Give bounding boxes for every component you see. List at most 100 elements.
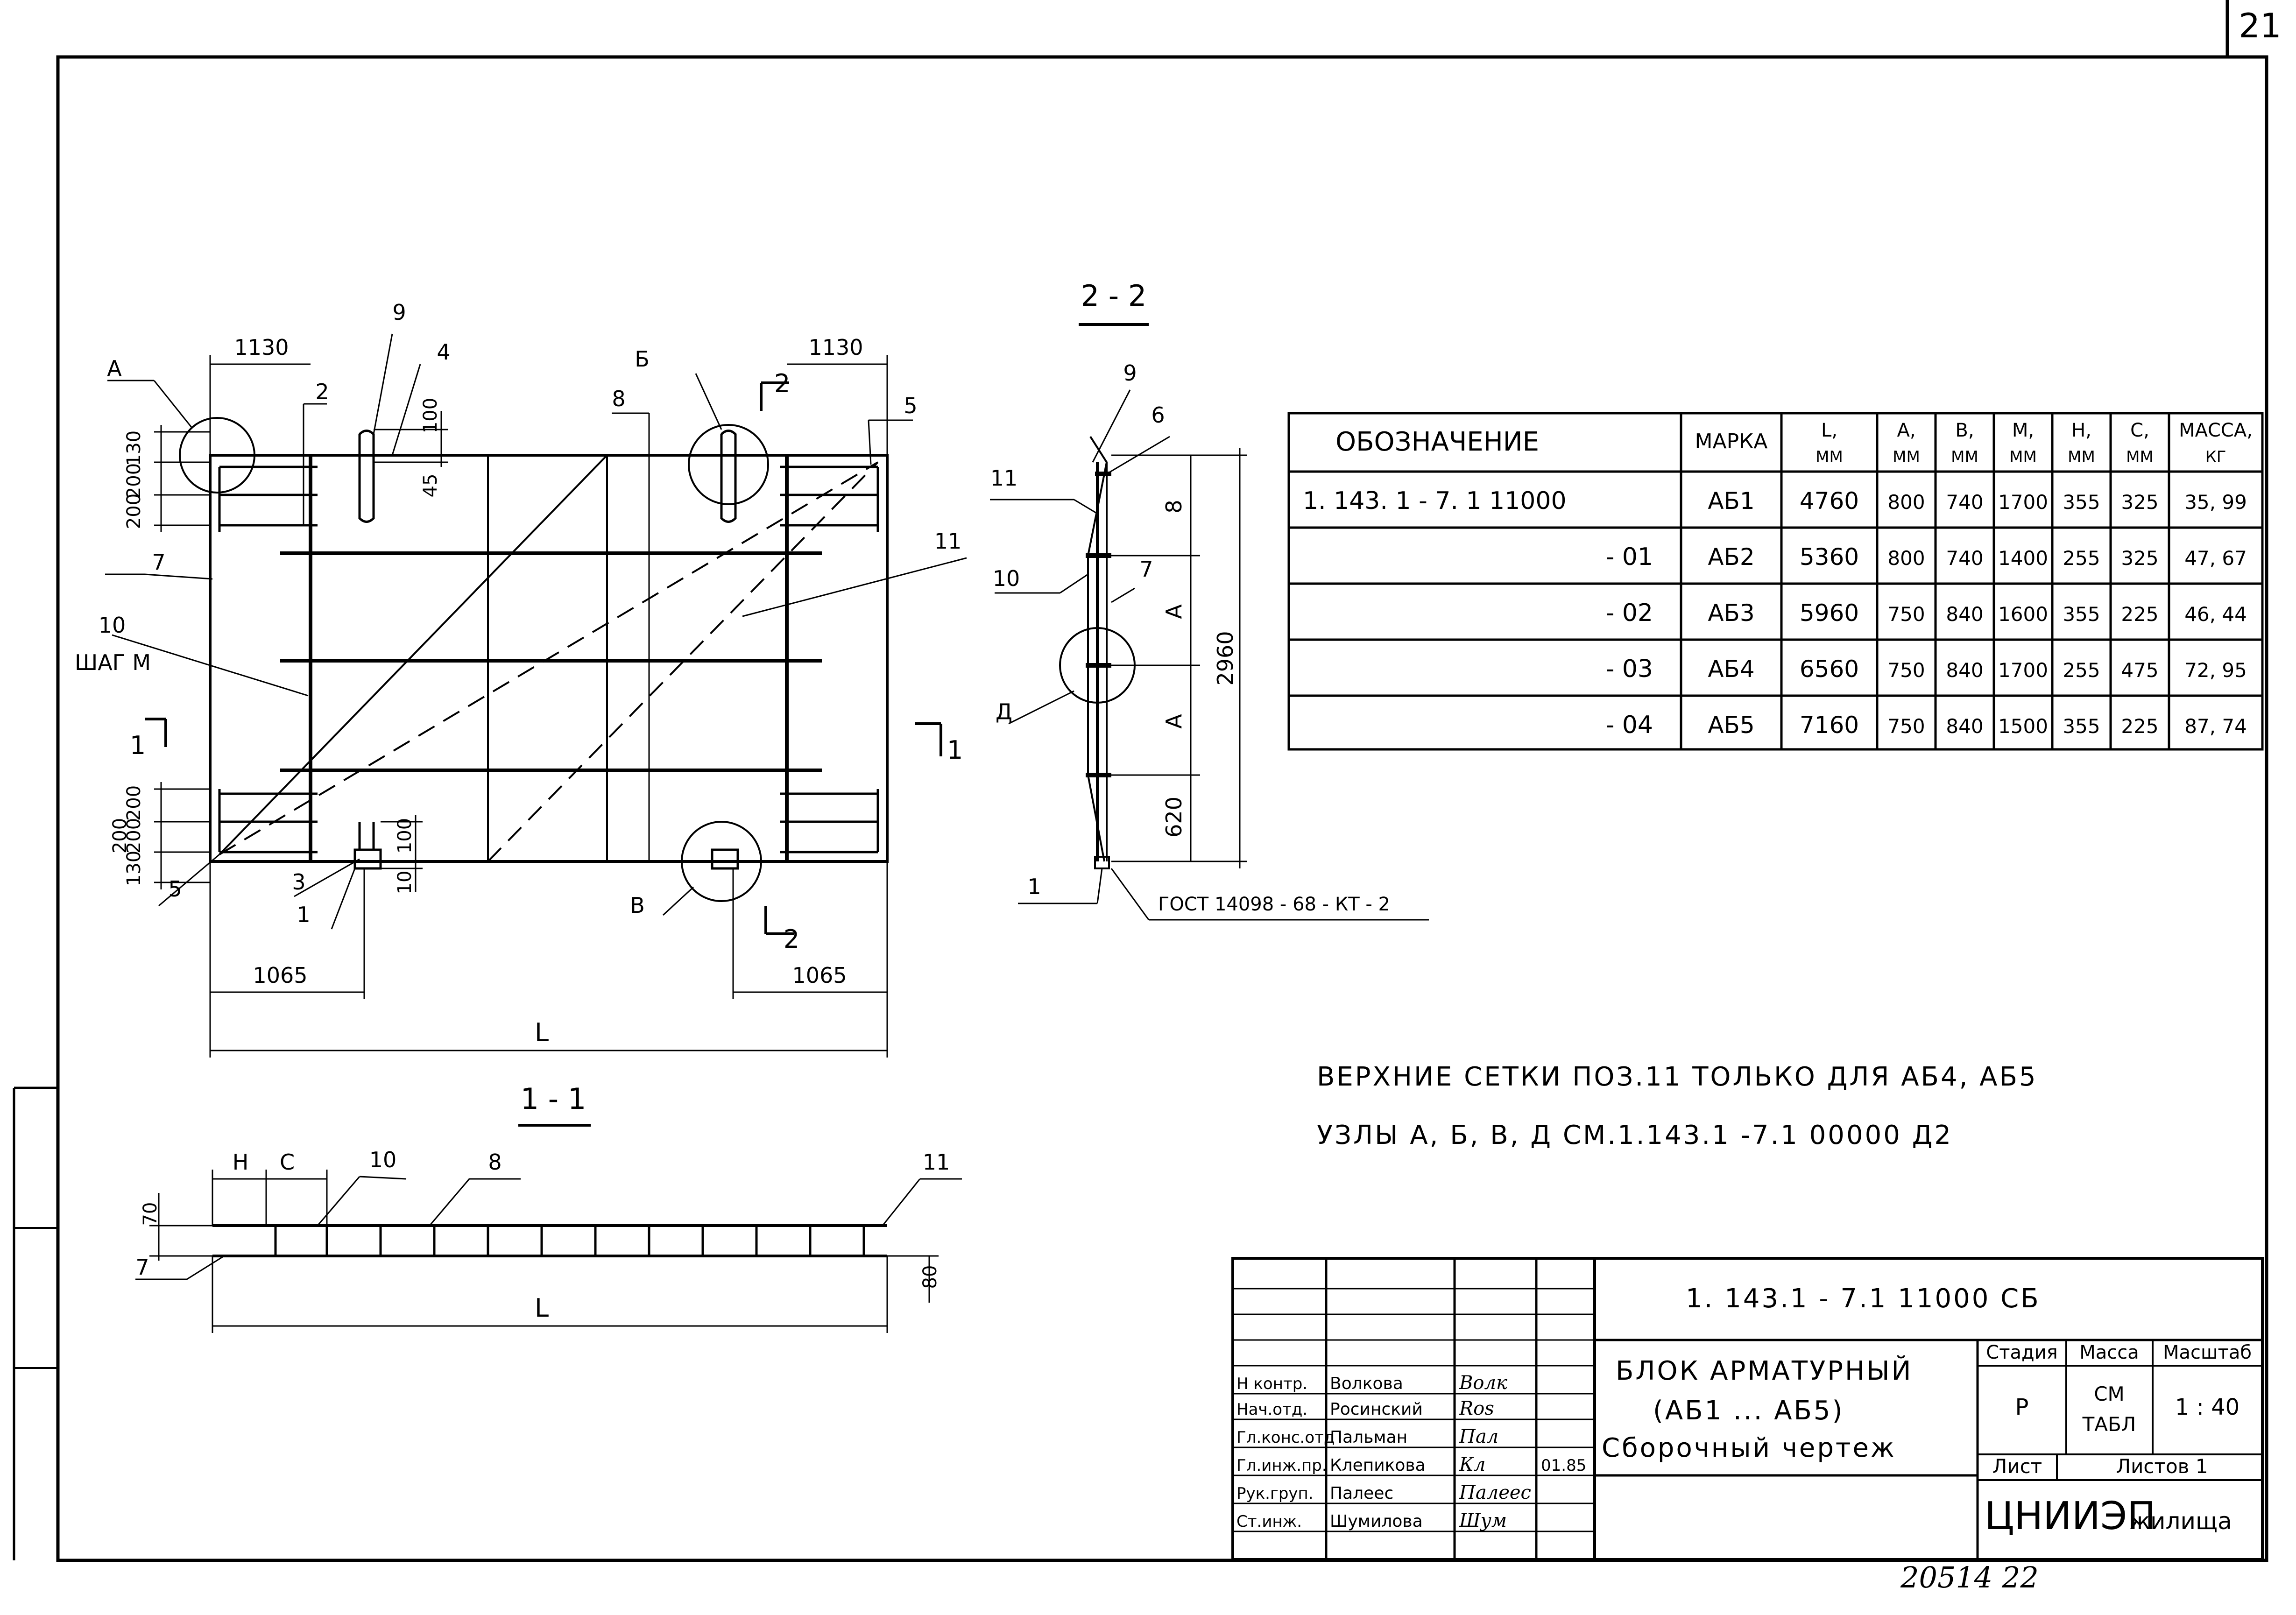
spec-header-6: Н, [2071,420,2091,441]
spec-cell-3: 800 [1887,547,1925,570]
drawing-code: 1. 143.1 - 7.1 11000 СБ [1686,1284,2041,1314]
section-2-2-texts: 2 - 2 8 A A 620 2960 Д ГОСТ 14098 - 68 -… [990,279,1390,915]
spec-header-2: L, [1821,420,1837,441]
note-1: ВЕРХНИЕ СЕТКИ ПОЗ.11 ТОЛЬКО ДЛЯ АБ4, АБ5 [1317,1062,2038,1092]
pos-2: 2 [315,379,329,404]
spec-header-unit-2: ММ [1816,448,1843,466]
dim-1065-left: 1065 [253,963,307,988]
spec-header-unit-4: ММ [1951,448,1978,466]
spec-cell-8: 47, 67 [2184,547,2247,570]
spec-cell-5: 1700 [1998,491,2048,514]
spec-cell-4: 840 [1946,659,1983,682]
signatory-name: Пальман [1330,1428,1407,1447]
mass-value-line-1: СМ [2094,1382,2125,1405]
spec-cell-6: 355 [2063,491,2100,514]
pos-7: 7 [152,550,165,575]
spec-cell-5: 1500 [1998,715,2048,738]
spec-header-unit-5: ММ [2009,448,2037,466]
sheet-number: 21 [2239,6,2282,45]
spec-cell-2: 5960 [1800,599,1859,627]
signature: Волк [1459,1372,1507,1394]
stage-header: Стадия [1986,1342,2057,1363]
s22-pos-9: 9 [1123,360,1137,386]
title-block-texts: 1. 143.1 - 7.1 11000 СБ БЛОК АРМАТУРНЫЙ … [1602,1284,2252,1538]
s22-dim-total: 2960 [1213,631,1238,685]
spec-cell-5: 1700 [1998,659,2048,682]
gost-label: ГОСТ 14098 - 68 - КТ - 2 [1158,894,1390,915]
s22-dim-a2: A [1161,714,1187,729]
signatory-role: Ст.инж. [1236,1512,1302,1531]
s22-dim-8: 8 [1161,500,1187,513]
s22-pos-11: 11 [990,465,1018,491]
spec-cell-designation: - 04 [1606,711,1653,739]
spec-cell-1: АБ1 [1708,487,1754,515]
cut-1-left: 1 [130,731,146,760]
dim-loop-100-bottom: 100 [394,818,416,853]
s22-pos-6: 6 [1151,402,1165,428]
spec-header-unit-3: ММ [1893,448,1920,466]
s22-pos-1: 1 [1027,874,1041,899]
spec-cell-7: 325 [2121,547,2158,570]
spec-cell-6: 255 [2063,659,2100,682]
org-name: ЦНИИЭП [1985,1494,2156,1538]
dim-loop-45: 45 [420,474,441,498]
spec-cell-designation: - 03 [1606,655,1653,683]
signatory-role: Нач.отд. [1236,1400,1307,1419]
pos-11: 11 [934,529,962,554]
spec-cell-7: 225 [2121,715,2158,738]
sheet-frame [13,0,2268,1562]
spec-cell-6: 255 [2063,547,2100,570]
scale-value: 1 : 40 [2175,1394,2239,1420]
spec-cell-2: 4760 [1800,487,1859,515]
signatory-role: Гл.конс.отд [1236,1428,1335,1447]
spec-cell-1: АБ3 [1708,599,1754,627]
label-node-b: Б [635,346,650,372]
dim-v-top-1: 130 [123,430,145,466]
dim-1065-right: 1065 [792,963,847,988]
plan-view [105,333,967,1058]
sheets-label: Листов 1 [2116,1455,2208,1478]
spec-cell-8: 46, 44 [2184,603,2247,626]
dim-v-bot-3: 200 [109,818,131,853]
stage-value: Р [2015,1394,2029,1420]
dim-v-bot-2: 200 [123,818,145,853]
signatory-role: Н контр. [1236,1375,1307,1393]
pos-8: 8 [612,386,625,411]
node-b-circle [688,424,769,505]
spec-cell-2: 5360 [1800,543,1859,571]
spec-cell-1: АБ4 [1708,656,1754,683]
s11-dim-80: 80 [919,1265,941,1289]
cut-2-top: 2 [774,369,790,398]
signatory-role: Рук.груп. [1236,1484,1314,1503]
plan-outline [209,454,889,863]
spec-cell-7: 475 [2121,659,2158,682]
signatory-name: Палеес [1330,1484,1393,1503]
spec-header-unit-6: ММ [2068,448,2095,466]
section-2-2-title: 2 - 2 [1081,279,1147,313]
title-line-1: БЛОК АРМАТУРНЫЙ [1616,1355,1913,1386]
title-line-2: (АБ1 ... АБ5) [1653,1396,1844,1426]
section-1-1 [135,1124,962,1333]
section-2-2 [990,323,1429,921]
dim-v-bot-4: 130 [123,851,145,886]
spec-cell-designation: - 02 [1606,599,1653,627]
label-node-v: В [630,893,645,918]
pos-1: 1 [297,902,310,927]
spec-header-1: МАРКА [1695,430,1768,453]
spec-header-8: МАССА, [2179,420,2253,441]
spec-cell-7: 225 [2121,603,2158,626]
dim-v-top-2: 200 [123,463,145,499]
label-node-a: А [107,356,122,381]
pos-9: 9 [392,300,406,325]
spec-cell-4: 740 [1946,547,1983,570]
spec-cell-1: АБ5 [1708,712,1754,739]
signatory-name: Волкова [1330,1374,1403,1393]
spec-cell-8: 35, 99 [2184,491,2247,514]
spec-header-unit-7: ММ [2126,448,2154,466]
spec-cell-3: 750 [1887,603,1925,626]
cut-2-bottom: 2 [784,924,799,954]
signatory-role: Гл.инж.пр. [1236,1456,1327,1475]
dim-v-bot-1: 200 [123,785,145,821]
s11-pos-8: 8 [488,1150,502,1175]
